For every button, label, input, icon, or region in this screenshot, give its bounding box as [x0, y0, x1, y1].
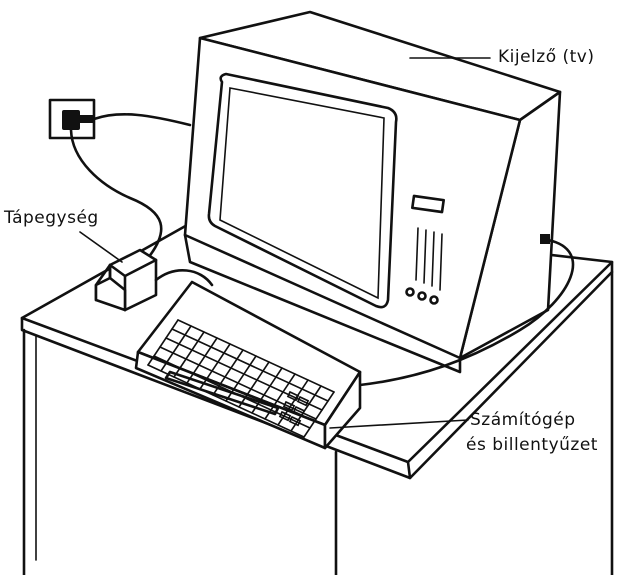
power-cable-to-monitor: [92, 113, 192, 127]
key-column-line: [173, 331, 205, 378]
key-column-line: [147, 319, 179, 366]
function-keys: [278, 390, 310, 427]
label-power-supply-text: Tápegység: [3, 208, 99, 228]
function-key: [288, 415, 302, 427]
label-monitor-text: Kijelző (tv): [498, 47, 595, 67]
function-key: [292, 405, 306, 417]
function-key: [278, 410, 292, 422]
monitor: [183, 10, 562, 374]
key-column-line: [199, 343, 231, 390]
monitor-to-computer-cable: [358, 238, 575, 387]
computer-keyboard: [134, 280, 362, 450]
label-computer: Számítógép és billentyűzet: [329, 410, 598, 455]
key-column-line: [251, 367, 283, 414]
key-column-line: [160, 325, 192, 372]
power-supply-unit: [94, 248, 158, 312]
function-key: [282, 400, 296, 412]
function-key: [286, 390, 300, 402]
label-power-supply: Tápegység: [3, 208, 123, 263]
power-cable-to-supply: [69, 128, 163, 260]
key-column-line: [186, 337, 218, 384]
label-monitor: Kijelző (tv): [409, 47, 595, 67]
label-computer-text-2: és billentyűzet: [466, 435, 598, 455]
key-column-line: [303, 391, 335, 438]
label-computer-text-1: Számítógép: [470, 410, 576, 430]
function-key: [296, 395, 310, 407]
supply-to-computer-cable: [154, 269, 214, 287]
key-column-line: [238, 361, 270, 408]
